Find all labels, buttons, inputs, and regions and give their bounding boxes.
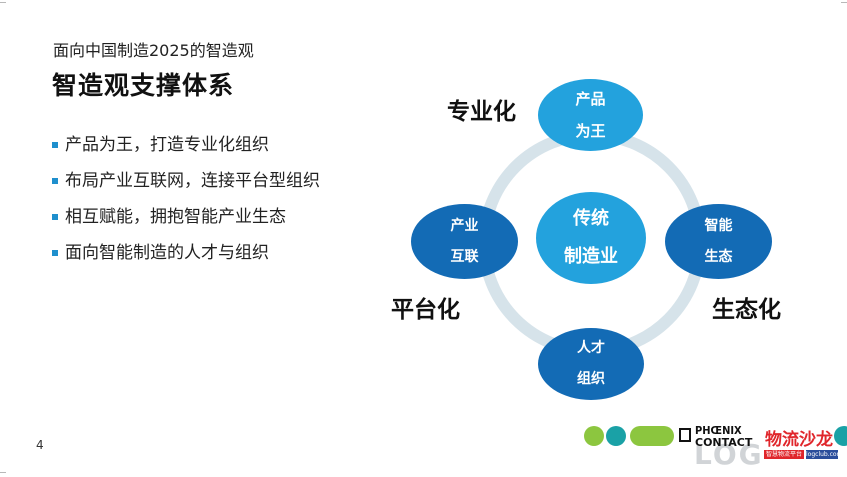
decorative-dots-right bbox=[834, 426, 847, 446]
deco-dot bbox=[584, 426, 604, 446]
corner-mark-top-left bbox=[0, 2, 6, 3]
corner-mark-bottom-left bbox=[0, 472, 6, 473]
node-industry-interconnect: 产业 互联 bbox=[411, 204, 518, 279]
node-text: 互联 bbox=[450, 248, 479, 265]
node-text: 制造业 bbox=[564, 246, 618, 267]
watermark-tag: 智慧物流平台 bbox=[764, 450, 804, 459]
logo-text: PHŒNIX bbox=[695, 424, 742, 437]
deco-dot bbox=[606, 426, 626, 446]
node-traditional-manufacturing: 传统 制造业 bbox=[536, 192, 646, 284]
slide-subtitle: 面向中国制造2025的智造观 bbox=[53, 41, 254, 60]
node-text: 产品 bbox=[575, 90, 606, 108]
node-product-king: 产品 为王 bbox=[538, 79, 643, 151]
node-smart-ecosystem: 智能 生态 bbox=[665, 204, 772, 279]
bullet-item: 面向智能制造的人才与组织 bbox=[52, 242, 320, 278]
bullet-item: 相互赋能，拥抱智能产业生态 bbox=[52, 206, 320, 242]
deco-bar bbox=[834, 426, 847, 446]
label-platformization: 平台化 bbox=[391, 297, 460, 323]
node-text: 智能 bbox=[704, 217, 733, 234]
node-text: 传统 bbox=[573, 208, 609, 229]
node-text: 人才 bbox=[577, 340, 605, 356]
node-text: 产业 bbox=[450, 217, 479, 234]
bullet-item: 布局产业互联网，连接平台型组织 bbox=[52, 170, 320, 206]
phoenix-contact-logo: PHŒNIX CONTACT bbox=[679, 424, 769, 450]
label-specialization: 专业化 bbox=[447, 99, 516, 125]
label-ecologization: 生态化 bbox=[712, 297, 781, 323]
node-text: 组织 bbox=[577, 371, 605, 387]
corner-mark-top-right bbox=[841, 2, 847, 3]
slide-title: 智造观支撑体系 bbox=[52, 71, 235, 100]
watermark-url: logclub.com bbox=[806, 450, 838, 459]
phoenix-logo-icon bbox=[679, 428, 691, 442]
node-talent-organization: 人才 组织 bbox=[538, 328, 644, 400]
watermark-brand: 物流沙龙 bbox=[765, 430, 833, 450]
node-text: 为王 bbox=[575, 122, 606, 140]
page-number: 4 bbox=[36, 438, 44, 452]
node-text: 生态 bbox=[704, 248, 733, 265]
watermark-logo-text: LOG bbox=[694, 438, 764, 471]
bullet-item: 产品为王，打造专业化组织 bbox=[52, 134, 320, 170]
bullet-list: 产品为王，打造专业化组织 布局产业互联网，连接平台型组织 相互赋能，拥抱智能产业… bbox=[52, 134, 320, 278]
deco-bar bbox=[630, 426, 674, 446]
decorative-dots bbox=[584, 426, 674, 446]
logo-text: CONTACT bbox=[695, 436, 753, 449]
